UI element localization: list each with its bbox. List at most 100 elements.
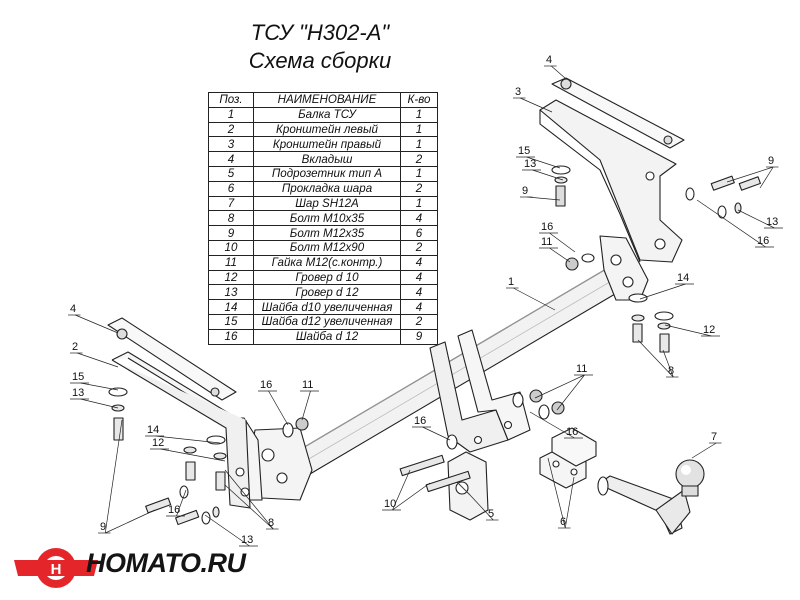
callout-25: 7 <box>691 431 722 459</box>
callout-number: 16 <box>168 504 180 516</box>
callout-3: 13 <box>522 158 564 181</box>
callout-number: 16 <box>260 379 272 391</box>
row-name: Кронштейн левый <box>253 121 401 138</box>
fasteners <box>108 165 761 526</box>
leader-line <box>204 514 250 547</box>
callout-number: 16 <box>566 426 578 438</box>
leader-line <box>392 469 411 511</box>
leader-line <box>80 382 119 391</box>
leader-line <box>469 494 494 521</box>
row-quantity: 4 <box>400 299 438 315</box>
callout-29: 8 <box>224 469 279 530</box>
row-name: Шайба d 12 <box>253 328 401 345</box>
callout-20: 16 <box>258 379 289 426</box>
leader-line <box>301 390 311 421</box>
brand-name: HOMATO.RU <box>86 548 246 578</box>
leader-line <box>637 339 674 378</box>
leader-line <box>726 166 774 183</box>
callout-21: 11 <box>300 379 319 421</box>
row-name: Болт М12х35 <box>253 225 401 241</box>
left-bracket <box>111 351 263 509</box>
callout-number: 11 <box>541 236 552 248</box>
callout-number: 13 <box>241 534 253 546</box>
callout-number: 9 <box>100 521 106 533</box>
leader-line <box>547 457 566 529</box>
row-name: Прокладка шара <box>253 180 401 197</box>
callout-number: 14 <box>147 424 159 436</box>
ball-spacers <box>539 427 597 489</box>
leader-line <box>759 166 774 189</box>
svg-text:H: H <box>51 561 62 578</box>
callout-23: 16 <box>412 415 451 441</box>
leader-line <box>549 247 571 263</box>
callout-number: 16 <box>757 235 769 247</box>
leader-line <box>639 283 686 300</box>
callout-2: 15 <box>516 145 561 169</box>
callout-number: 3 <box>515 86 521 98</box>
callout-number: 11 <box>302 379 313 391</box>
callout-17: 13 <box>70 387 119 409</box>
callout-26: 9 <box>98 419 156 534</box>
callout-number: 8 <box>668 365 674 377</box>
leader-line <box>696 199 766 248</box>
callout-9: 16 <box>696 199 774 248</box>
callout-16: 15 <box>70 371 119 391</box>
callout-number: 11 <box>576 363 587 375</box>
callout-14: 4 <box>68 303 119 334</box>
row-quantity: 9 <box>400 328 438 345</box>
row-name: Болт М12х90 <box>253 239 401 256</box>
callout-22: 11 <box>534 363 593 411</box>
callout-number: 9 <box>522 185 528 197</box>
leader-line <box>392 482 431 511</box>
homato-logo-icon: H <box>14 548 98 588</box>
header-position: Поз. <box>208 92 254 108</box>
callout-1: 3 <box>513 86 553 113</box>
callout-number: 13 <box>72 387 84 399</box>
leader-line <box>75 314 119 334</box>
leader-line <box>527 196 561 201</box>
callout-number: 16 <box>414 415 426 427</box>
callout-number: 13 <box>524 158 536 170</box>
callout-number: 15 <box>72 371 84 383</box>
row-quantity: 1 <box>400 165 438 182</box>
leader-line <box>422 426 451 441</box>
callout-4: 9 <box>520 185 561 201</box>
callout-7: 9 <box>726 155 779 189</box>
callout-number: 5 <box>488 508 494 520</box>
leader-line <box>664 324 712 337</box>
tow-ball <box>597 459 705 535</box>
right-insert <box>551 77 685 149</box>
socket-holder <box>447 451 489 521</box>
leader-line <box>77 352 119 368</box>
callout-number: 16 <box>541 221 553 233</box>
leader-line <box>155 435 221 444</box>
callout-0: 4 <box>544 54 566 79</box>
leader-line <box>176 489 187 517</box>
row-name: Подрозетник тип А <box>253 165 401 182</box>
callout-number: 2 <box>72 341 78 353</box>
callout-18: 14 <box>145 424 221 444</box>
callout-number: 15 <box>518 145 530 157</box>
leader-line <box>520 97 553 113</box>
callout-28: 13 <box>204 514 258 547</box>
leader-line <box>224 484 274 530</box>
callout-number: 1 <box>508 276 514 288</box>
callout-number: 7 <box>711 431 717 443</box>
leader-line <box>104 419 123 534</box>
callout-number: 8 <box>268 517 274 529</box>
callout-27: 16 <box>166 489 187 517</box>
leader-line <box>105 509 156 534</box>
leader-line <box>80 398 119 409</box>
callout-number: 12 <box>703 324 715 336</box>
leader-line <box>534 374 585 399</box>
callout-number: 14 <box>677 272 689 284</box>
